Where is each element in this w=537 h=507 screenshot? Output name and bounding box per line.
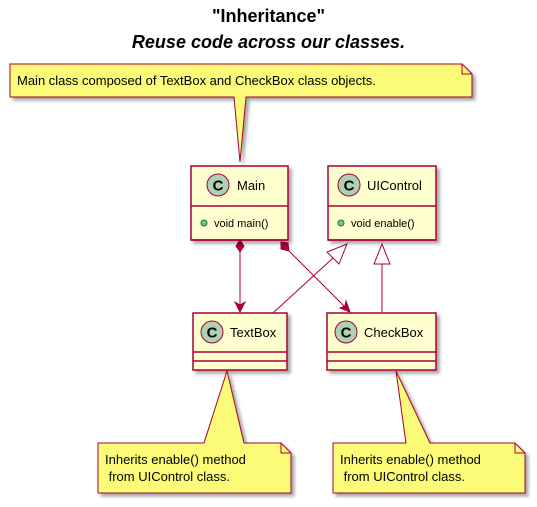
note-top-line-1: Main class composed of TextBox and Check…	[17, 73, 376, 88]
class-main-c-icon	[206, 173, 230, 197]
public-visibility-icon	[337, 219, 345, 227]
class-main-name: Main	[237, 178, 265, 193]
class-checkbox-c-icon	[334, 320, 358, 344]
note-left-line-2: from UIControl class.	[105, 469, 230, 484]
class-uicontrol-c-letter: C	[344, 178, 355, 195]
class-textbox-name: TextBox	[230, 325, 277, 340]
class-uicontrol-member-1: void enable()	[351, 218, 415, 230]
relation-main-checkbox	[280, 241, 351, 313]
class-uicontrol[interactable]: C UIControl void enable()	[327, 165, 437, 241]
note-left: Inherits enable() method from UIControl …	[97, 369, 292, 494]
class-textbox-c-letter: C	[207, 325, 218, 342]
note-top: Main class composed of TextBox and Check…	[9, 63, 473, 163]
class-uicontrol-c-icon	[337, 173, 361, 197]
class-main[interactable]: C Main void main()	[190, 165, 289, 241]
note-right: Inherits enable() method from UIControl …	[332, 370, 526, 494]
class-main-member-1: void main()	[214, 218, 268, 230]
class-main-c-letter: C	[213, 178, 224, 195]
note-right-line-2: from UIControl class.	[340, 469, 465, 484]
relation-textbox-uicontrol	[272, 243, 348, 314]
class-checkbox-name: CheckBox	[364, 325, 424, 340]
class-checkbox[interactable]: C CheckBox	[326, 312, 437, 371]
relation-checkbox-uicontrol	[373, 242, 391, 312]
note-right-line-1: Inherits enable() method	[340, 452, 481, 467]
public-visibility-icon	[200, 219, 208, 227]
diagram-subtitle: Reuse code across our classes.	[132, 32, 405, 52]
class-textbox-c-icon	[200, 320, 224, 344]
class-checkbox-c-letter: C	[341, 325, 352, 342]
diagram-title: "Inheritance"	[212, 6, 325, 26]
note-left-line-1: Inherits enable() method	[105, 452, 246, 467]
class-textbox[interactable]: C TextBox	[192, 312, 288, 371]
class-uicontrol-name: UIControl	[367, 178, 422, 193]
relation-main-textbox	[233, 239, 247, 314]
